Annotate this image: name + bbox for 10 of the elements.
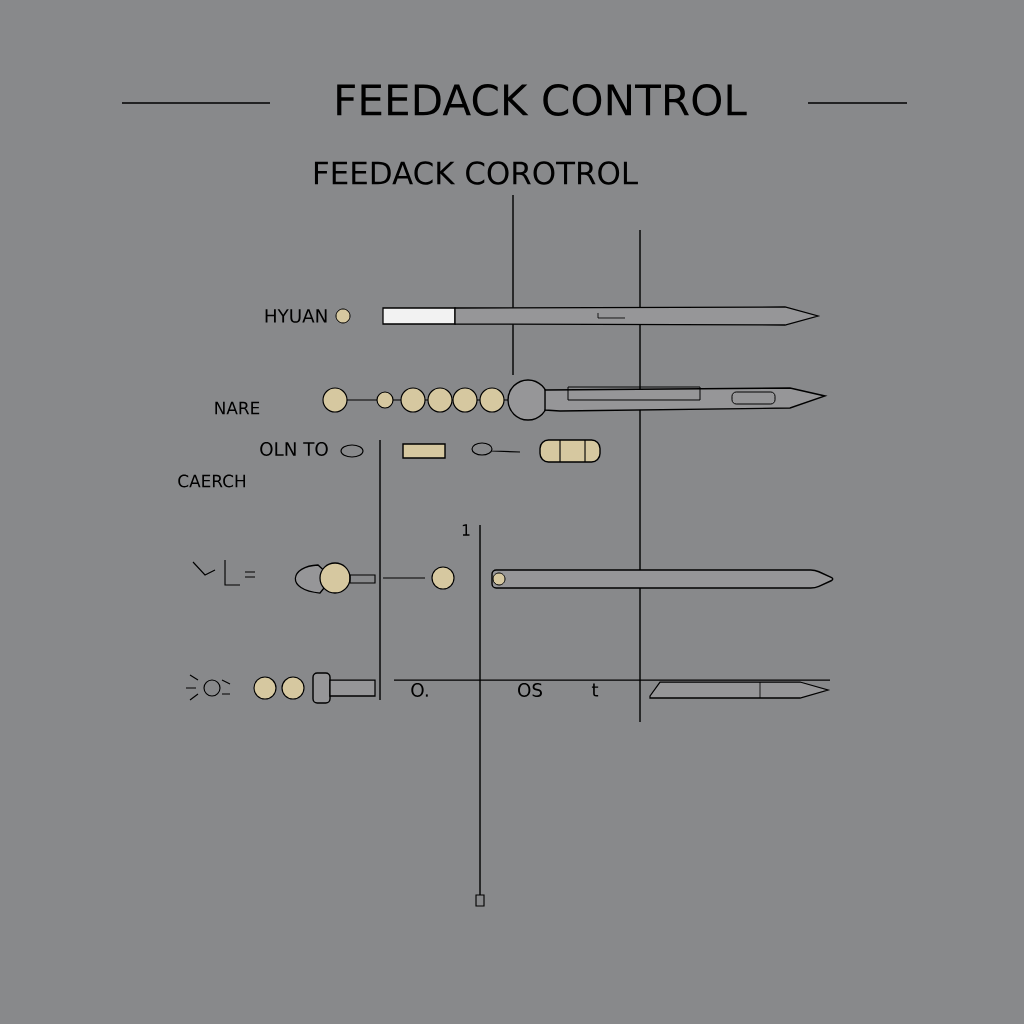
text-label: HYUAN [265, 309, 327, 323]
text-label: t [591, 683, 599, 697]
title: FEEDACK CONTROL [337, 84, 747, 116]
text-label: OLN TO [260, 442, 328, 456]
text-label: OS [518, 683, 542, 697]
text-label: O. [411, 683, 428, 697]
text-label: 1 [462, 524, 470, 536]
text-label: CAERCH [178, 474, 245, 488]
text-label: NARE [215, 401, 260, 415]
subtitle: FEEDACK COROTROL [314, 161, 638, 185]
